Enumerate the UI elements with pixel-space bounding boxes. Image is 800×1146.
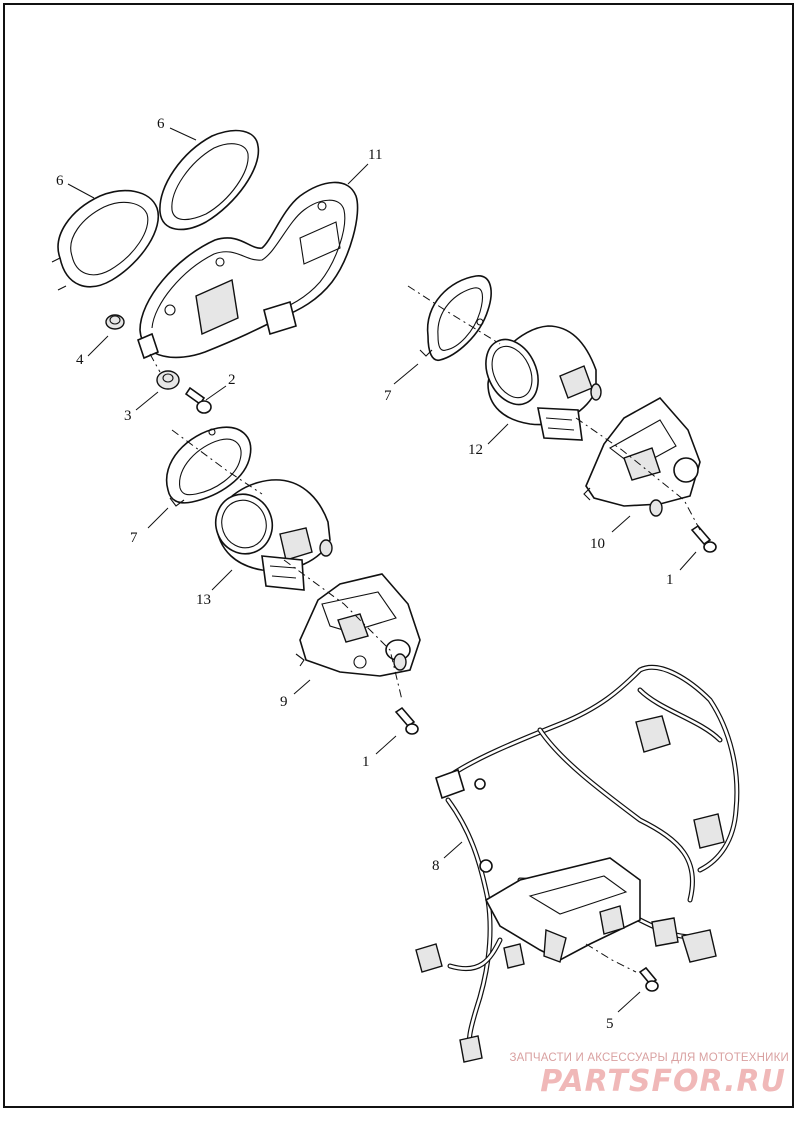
callout-7-lower: 7 [130,530,138,546]
gasket-left-part-6 [51,189,160,291]
callout-13: 13 [196,592,211,608]
grommet-part-4 [105,314,125,330]
callout-3: 3 [124,408,132,424]
screw-part-2 [184,386,212,414]
gasket-right-part-6 [159,129,260,231]
retaining-ring-upper-part-7 [419,275,492,361]
retaining-ring-lower-part-7 [165,426,252,507]
callout-2: 2 [228,372,236,388]
callout-1-upper: 1 [666,572,674,588]
callout-4: 4 [76,352,84,368]
callout-9: 9 [280,694,288,710]
instrument-housing-part-11 [137,181,359,360]
callout-6-upper: 6 [157,116,165,132]
callout-5: 5 [606,1016,614,1032]
gauge-housing-part-10 [583,396,701,517]
gauge-part-13 [214,479,333,591]
callout-7-upper: 7 [384,388,392,404]
screw-lower-part-1 [394,706,419,735]
leader-lines [67,127,697,1013]
assembly-centerlines [149,285,701,973]
callout-12: 12 [468,442,483,458]
bushing-part-3 [156,370,180,390]
wiring-harness-part-8 [415,664,740,1063]
watermark-tagline: ЗАПЧАСТИ И АКСЕССУАРЫ ДЛЯ МОТОТЕХНИКИ [509,1052,789,1064]
callout-11: 11 [368,147,382,163]
screw-upper-part-1 [690,524,717,553]
screw-part-5 [638,966,659,992]
callout-1-lower: 1 [362,754,370,770]
gauge-part-12 [485,325,602,441]
gauge-housing-part-9 [295,573,421,677]
callout-8: 8 [432,858,440,874]
callout-6-left: 6 [56,173,64,189]
callout-10: 10 [590,536,605,552]
callout-labels: 6 6 11 4 2 3 7 7 12 13 10 1 1 9 8 5 [56,116,674,1032]
watermark-logo: PARTSFOR.RU [540,1064,786,1099]
drawing-frame [3,3,794,1108]
